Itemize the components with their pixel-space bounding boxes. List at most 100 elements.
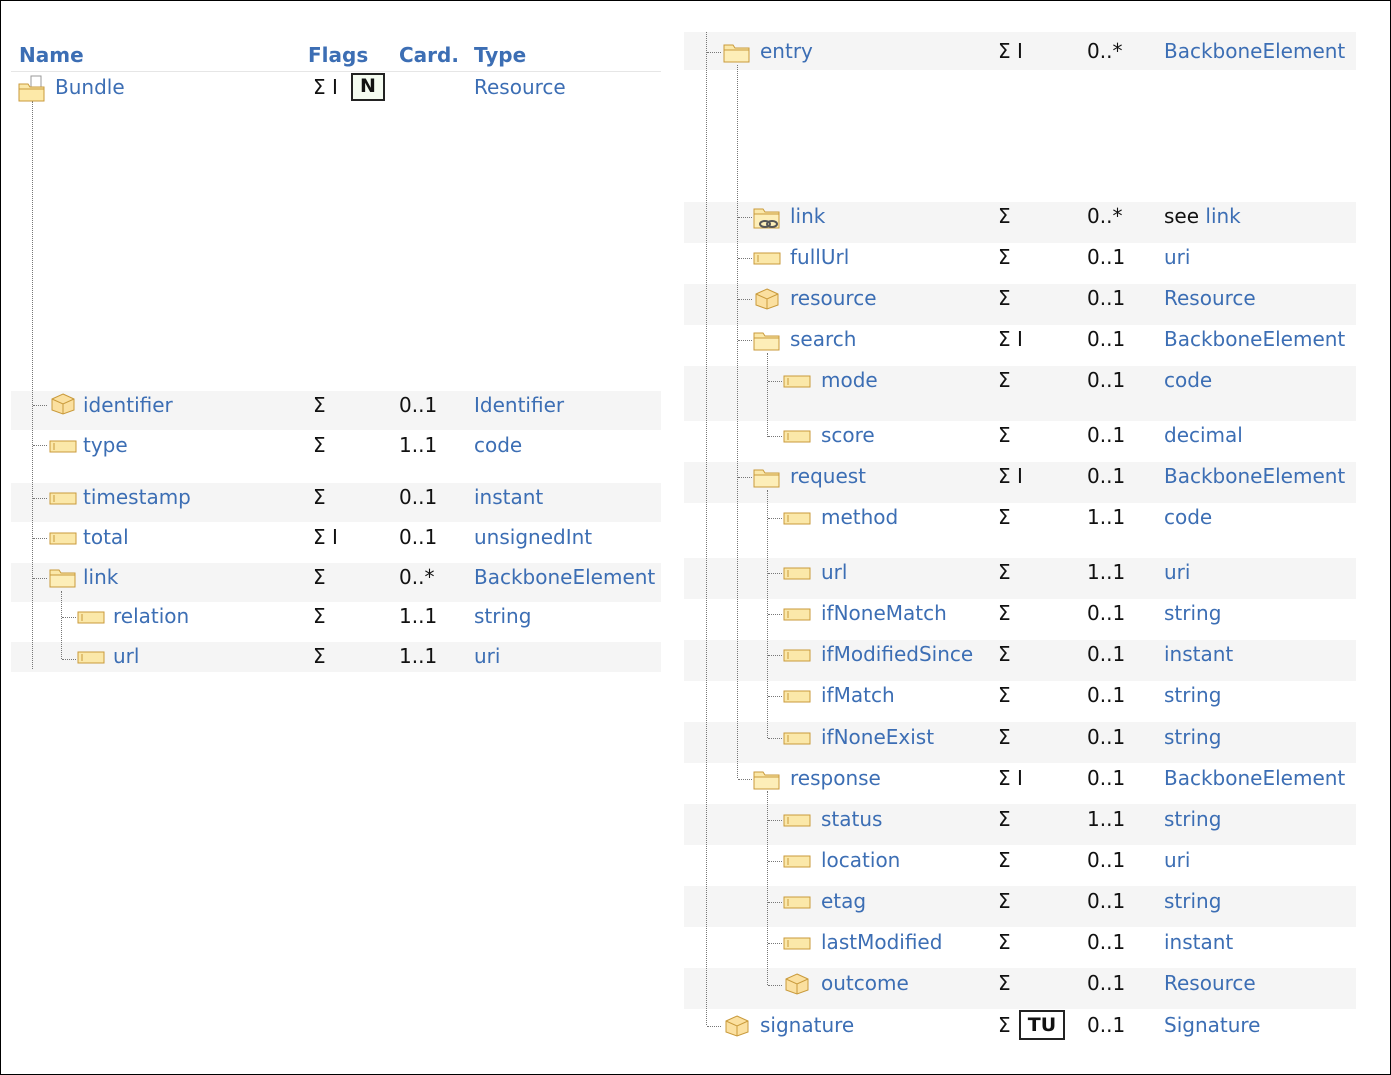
column-header-card[interactable]: Card. [399,43,459,67]
element-name[interactable]: method [821,505,899,529]
element-cardinality: 0..1 [1087,889,1126,913]
column-header-name[interactable]: Name [19,43,84,67]
tree-branch [738,340,752,341]
primitive-element-icon [783,855,811,868]
element-type[interactable]: Resource [1164,971,1256,995]
element-type[interactable]: uri [1164,245,1191,269]
element-cardinality: 1..1 [1087,560,1126,584]
element-name[interactable]: search [790,327,857,351]
element-type[interactable]: string [1164,601,1222,625]
primitive-element-icon [753,252,781,265]
element-name[interactable]: link [790,204,826,228]
element-name[interactable]: outcome [821,971,909,995]
element-name[interactable]: total [83,525,129,549]
element-name[interactable]: identifier [83,393,173,417]
tree-line [32,101,33,669]
tree-branch [768,985,782,986]
element-type[interactable]: uri [1164,560,1191,584]
primitive-element-icon [783,567,811,580]
element-type[interactable]: uri [1164,848,1191,872]
tree-branch [768,655,782,656]
element-cardinality: 0..1 [1087,683,1126,707]
element-flags: Σ [998,642,1011,666]
folder-icon [723,44,750,63]
element-name[interactable]: url [821,560,848,584]
element-flags: Σ I [998,464,1023,488]
element-type[interactable]: BackboneElement [1164,327,1346,351]
element-type[interactable]: Identifier [474,393,565,417]
tree-branch [768,696,782,697]
element-name[interactable]: response [790,766,881,790]
element-name[interactable]: signature [760,1013,855,1037]
element-name[interactable]: relation [113,604,190,628]
element-flags: Σ I [313,75,338,99]
element-type[interactable]: BackboneElement [1164,766,1346,790]
column-header-flags[interactable]: Flags [308,43,369,67]
element-name[interactable]: fullUrl [790,245,850,269]
datatype-cube-icon [755,288,779,310]
element-name[interactable]: ifModifiedSince [821,642,974,666]
element-name[interactable]: timestamp [83,485,191,509]
primitive-element-icon [783,649,811,662]
tree-branch [768,436,782,437]
element-name[interactable]: score [821,423,875,447]
element-flags: Σ [998,423,1011,447]
element-type[interactable]: string [1164,807,1222,831]
element-type[interactable]: string [1164,889,1222,913]
element-name[interactable]: etag [821,889,867,913]
element-type[interactable]: string [474,604,532,628]
element-name[interactable]: location [821,848,901,872]
element-name[interactable]: resource [790,286,877,310]
element-name[interactable]: request [790,464,867,488]
element-type[interactable]: code [1164,368,1213,392]
element-name[interactable]: mode [821,368,878,392]
element-type[interactable]: Resource [474,75,566,99]
element-type[interactable]: BackboneElement [1164,464,1346,488]
column-header-type[interactable]: Type [474,43,527,67]
normative-badge[interactable]: N [351,73,385,101]
element-type[interactable]: instant [1164,930,1234,954]
element-name[interactable]: url [113,644,140,668]
primitive-element-icon [783,512,811,525]
element-type[interactable]: code [1164,505,1213,529]
trial-use-badge[interactable]: TU [1019,1010,1065,1040]
element-cardinality: 1..1 [399,433,438,457]
element-name[interactable]: type [83,433,128,457]
element-name[interactable]: link [83,565,119,589]
element-flags: Σ I [998,39,1023,63]
primitive-element-icon [783,430,811,443]
element-name[interactable]: entry [760,39,813,63]
element-type[interactable]: Signature [1164,1013,1261,1037]
element-type[interactable]: unsignedInt [474,525,593,549]
element-type[interactable]: instant [474,485,544,509]
element-name[interactable]: ifNoneMatch [821,601,947,625]
primitive-element-icon [783,937,811,950]
primitive-element-icon [77,611,105,624]
element-name[interactable]: lastModified [821,930,943,954]
element-type[interactable]: BackboneElement [1164,39,1346,63]
element-type[interactable]: instant [1164,642,1234,666]
type-link[interactable]: link [1205,204,1241,228]
folder-icon [753,469,780,488]
row-band [684,32,1356,70]
element-flags: Σ [998,560,1011,584]
element-type[interactable]: code [474,433,523,457]
element-type[interactable]: string [1164,683,1222,707]
element-flags: Σ [313,485,326,509]
element-name[interactable]: ifMatch [821,683,895,707]
element-name[interactable]: Bundle [55,75,125,99]
primitive-element-icon [77,651,105,664]
element-type[interactable]: uri [474,644,501,668]
element-cardinality: 0..* [399,565,435,589]
element-type[interactable]: decimal [1164,423,1243,447]
element-type[interactable]: string [1164,725,1222,749]
element-flags: Σ I [998,766,1023,790]
element-name[interactable]: status [821,807,883,831]
element-type[interactable]: Resource [1164,286,1256,310]
primitive-element-icon [49,532,77,545]
element-type[interactable]: BackboneElement [474,565,656,589]
primitive-element-icon [49,440,77,453]
element-name[interactable]: ifNoneExist [821,725,935,749]
element-flags: Σ [998,683,1011,707]
